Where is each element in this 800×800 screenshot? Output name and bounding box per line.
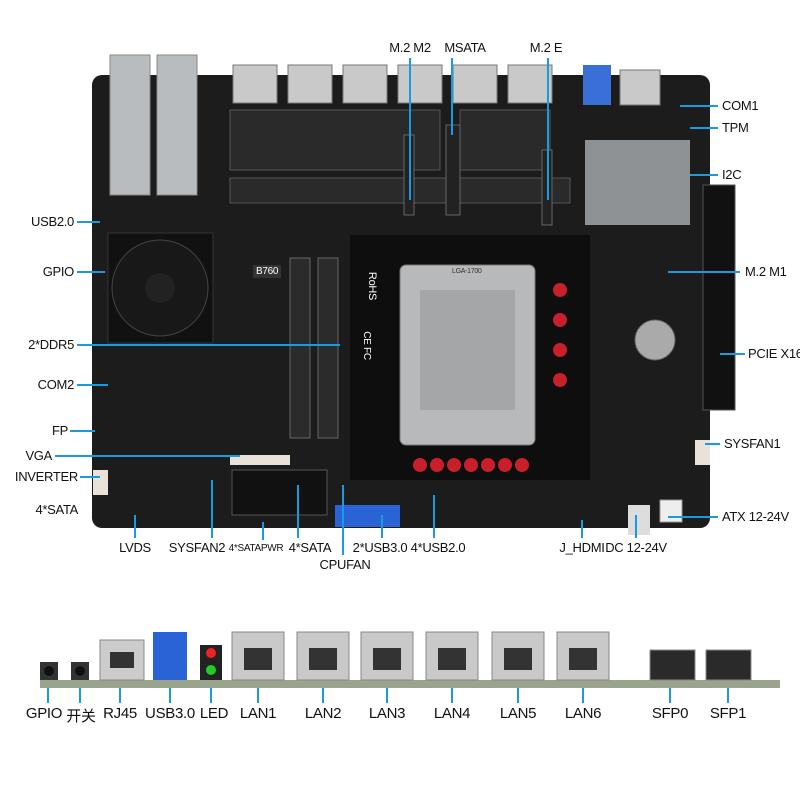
label-lvds: LVDS bbox=[119, 540, 151, 555]
label-inverter: INVERTER bbox=[14, 469, 78, 484]
io-pcb-strip bbox=[40, 680, 780, 688]
rj45-port bbox=[619, 69, 661, 106]
rj45-port bbox=[342, 64, 388, 104]
io-label-lan2: LAN2 bbox=[304, 705, 342, 722]
io-label-lan6: LAN6 bbox=[564, 705, 602, 722]
label-msata: MSATA bbox=[444, 40, 486, 55]
io-label-usb3: USB3.0 bbox=[145, 705, 195, 722]
label-m2-e: M.2 E bbox=[529, 40, 563, 55]
rj45-port bbox=[397, 64, 443, 104]
label-sata-left: 4*SATA bbox=[35, 502, 78, 517]
usb3-port bbox=[583, 65, 611, 105]
io-label-rj45: RJ45 bbox=[103, 705, 137, 722]
io-label-lan3: LAN3 bbox=[368, 705, 406, 722]
label-fp: FP bbox=[51, 423, 68, 438]
pcie-x16-slot bbox=[702, 184, 736, 411]
label-sysfan2: SYSFAN2 bbox=[168, 540, 226, 555]
label-tpm: TPM bbox=[722, 120, 749, 135]
label-usb2-header: 4*USB2.0 bbox=[410, 540, 466, 555]
label-sysfan1: SYSFAN1 bbox=[724, 436, 781, 451]
label-usb2: USB2.0 bbox=[30, 214, 74, 229]
label-m2-m2: M.2 M2 bbox=[389, 40, 431, 55]
usb3-header bbox=[335, 505, 400, 527]
rj45-port bbox=[232, 64, 278, 104]
label-sata-bottom: 4*SATA bbox=[288, 540, 332, 555]
io-label-sfp0: SFP0 bbox=[651, 705, 689, 722]
io-label-switch: 开关 bbox=[66, 708, 96, 725]
label-usb3-header: 2*USB3.0 bbox=[352, 540, 408, 555]
heatsink bbox=[585, 140, 690, 225]
ddr5-slot bbox=[317, 257, 339, 439]
io-label-lan4: LAN4 bbox=[433, 705, 471, 722]
label-pcie-x16: PCIE X16 bbox=[748, 346, 800, 361]
label-atx: ATX 12-24V bbox=[722, 509, 789, 524]
usb3-io bbox=[153, 632, 187, 680]
sfp-cage bbox=[109, 54, 151, 196]
sfp-io bbox=[649, 649, 696, 681]
io-label-sfp1: SFP1 bbox=[709, 705, 747, 722]
cmos-battery bbox=[634, 319, 676, 361]
label-satapwr: 4*SATAPWR bbox=[228, 543, 284, 554]
label-m2-m1: M.2 M1 bbox=[745, 264, 787, 279]
io-label-gpio: GPIO bbox=[25, 705, 63, 722]
socket-mark: LGA-1700 bbox=[452, 268, 482, 275]
label-j-hdmi: J_HDMI bbox=[559, 540, 605, 555]
chipset-mark: B760 bbox=[253, 265, 282, 278]
label-com2: COM2 bbox=[37, 377, 75, 392]
label-dc: DC 12-24V bbox=[605, 540, 667, 555]
rj45-port bbox=[452, 64, 498, 104]
io-label-lan5: LAN5 bbox=[499, 705, 537, 722]
ddr5-slot bbox=[289, 257, 311, 439]
sfp-io bbox=[705, 649, 752, 681]
label-ddr5: 2*DDR5 bbox=[28, 337, 74, 352]
rohs-mark: RoHS bbox=[366, 271, 379, 301]
io-label-lan1: LAN1 bbox=[239, 705, 277, 722]
io-label-led: LED bbox=[199, 705, 229, 722]
label-vga: VGA bbox=[25, 448, 52, 463]
label-com1: COM1 bbox=[722, 98, 759, 113]
label-i2c: I2C bbox=[722, 167, 742, 182]
sfp-cage bbox=[156, 54, 198, 196]
ce-mark: CE FC bbox=[360, 331, 372, 360]
label-gpio: GPIO bbox=[42, 264, 75, 279]
label-cpufan: CPUFAN bbox=[319, 557, 371, 572]
rj45-port bbox=[507, 64, 553, 104]
rj45-port bbox=[287, 64, 333, 104]
